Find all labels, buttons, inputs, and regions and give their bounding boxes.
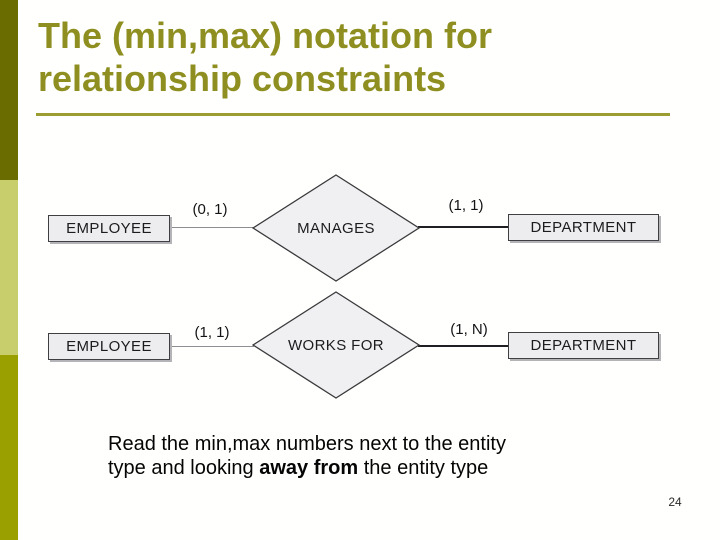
cardinality-label-row2-right: (1, N)	[450, 321, 488, 338]
entity-box-department-row1: DEPARTMENT	[508, 214, 659, 241]
connector-row2-right	[418, 345, 509, 347]
accent-bar-top	[0, 0, 18, 180]
diamond-shape	[252, 174, 420, 282]
note-line2-after: the entity type	[358, 457, 489, 479]
relationship-diamond-works-for: WORKS FOR	[252, 291, 420, 399]
slide-title: The (min,max) notation for relationship …	[38, 14, 668, 100]
accent-bar-middle	[0, 180, 18, 355]
cardinality-label-row1-left: (0, 1)	[192, 201, 228, 218]
title-underline	[36, 113, 670, 116]
note-line1: Read the min,max numbers next to the ent…	[108, 433, 506, 455]
slide-title-line2: relationship constraints	[38, 58, 447, 99]
connector-row1-right	[418, 226, 509, 228]
page-number: 24	[668, 495, 682, 509]
entity-box-employee-row1: EMPLOYEE	[48, 215, 170, 242]
cardinality-label-row1-right: (1, 1)	[448, 197, 484, 214]
note-line2-before: type and looking	[108, 457, 260, 479]
slide-title-line1: The (min,max) notation for	[38, 15, 492, 56]
note-text: Read the min,max numbers next to the ent…	[108, 432, 578, 480]
note-bold-away-from: away from	[259, 457, 359, 479]
relationship-label: MANAGES	[297, 219, 375, 237]
entity-box-employee-row2: EMPLOYEE	[48, 333, 170, 360]
entity-label: EMPLOYEE	[66, 220, 152, 237]
entity-box-department-row2: DEPARTMENT	[508, 332, 659, 359]
relationship-label: WORKS FOR	[287, 336, 385, 354]
entity-label: DEPARTMENT	[530, 219, 637, 236]
relationship-diamond-manages: MANAGES	[252, 174, 420, 282]
connector-row2-left	[170, 346, 254, 347]
entity-label: DEPARTMENT	[530, 337, 637, 354]
cardinality-label-row2-left: (1, 1)	[194, 324, 230, 341]
entity-label: EMPLOYEE	[66, 338, 152, 355]
diamond-shape	[252, 291, 420, 399]
accent-bar-bottom	[0, 355, 18, 540]
connector-row1-left	[170, 227, 254, 228]
